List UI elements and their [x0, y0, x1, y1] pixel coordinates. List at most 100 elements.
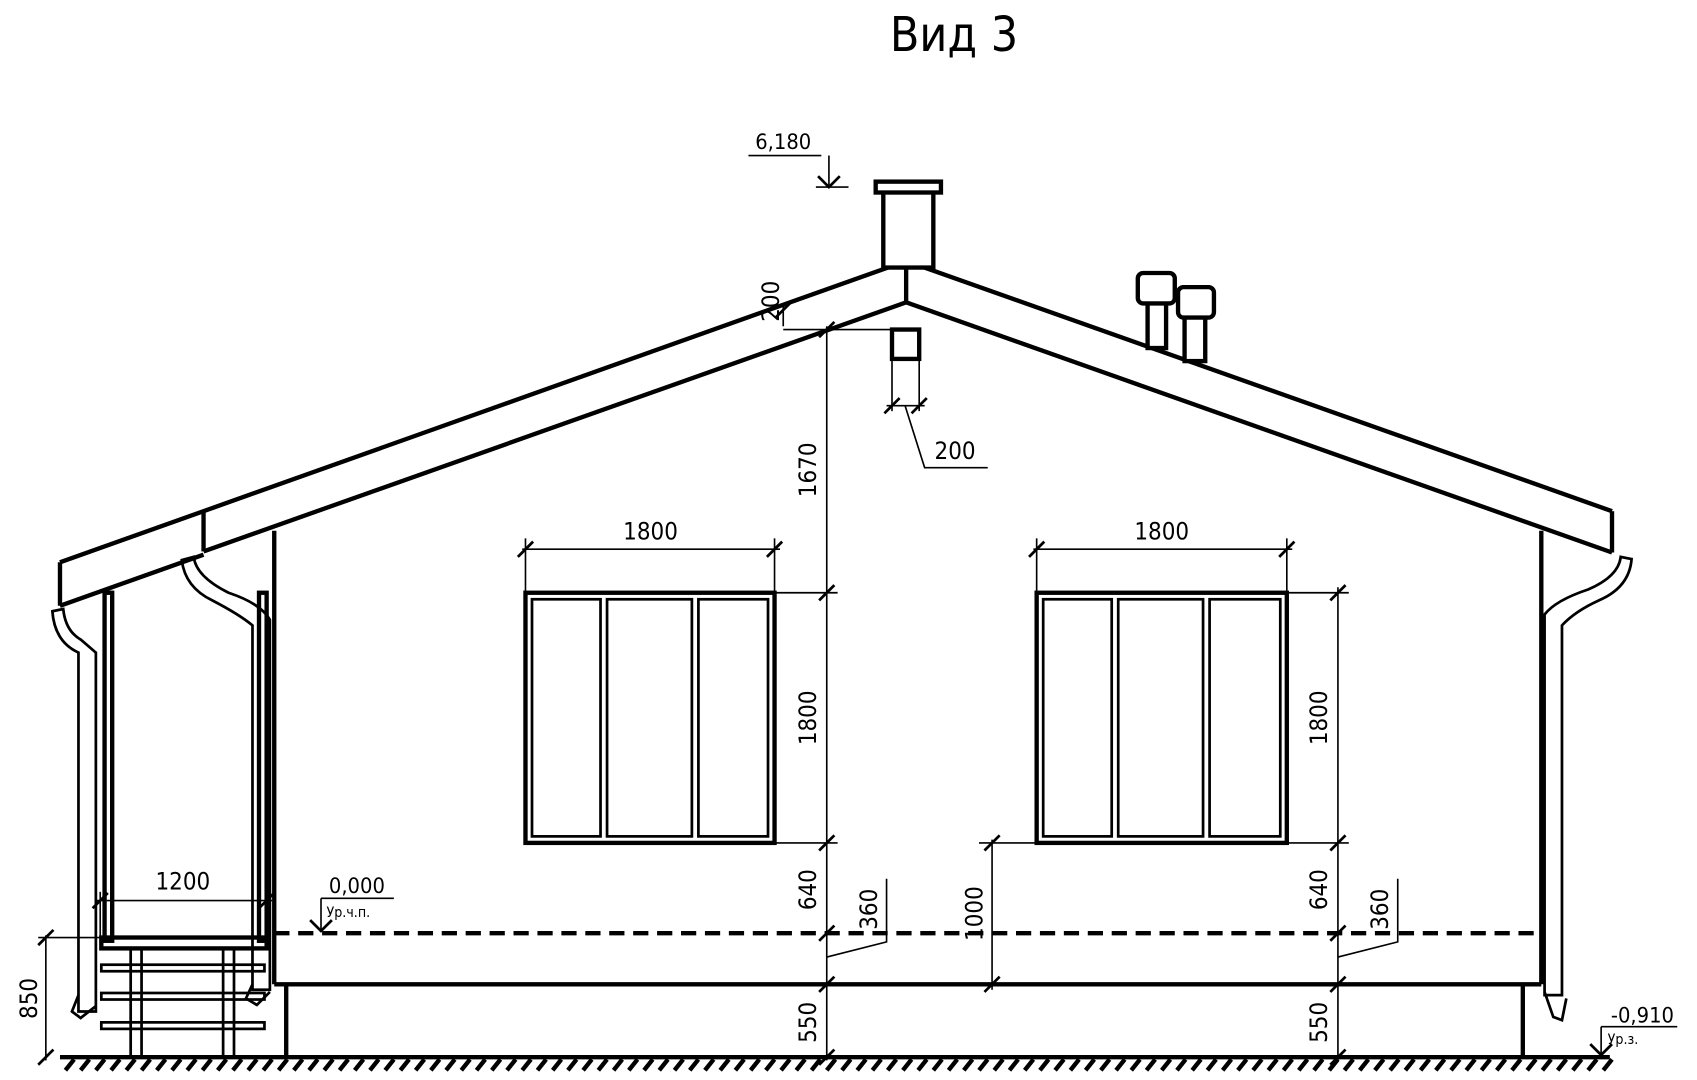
ground-hatch: [825, 1057, 838, 1072]
dimension-tick: [883, 397, 901, 415]
elevation-ground: -0,910 Ур.з.: [1589, 1003, 1678, 1057]
ground-hatch: [672, 1057, 685, 1072]
ground-hatch: [1403, 1057, 1416, 1072]
ground-hatch: [657, 1057, 670, 1072]
ground-hatch: [1083, 1057, 1096, 1072]
dim-window-left-height: 1800: [794, 690, 822, 745]
ground-hatch: [1281, 1057, 1294, 1072]
ground-hatch: [1434, 1057, 1447, 1072]
dimension-tick: [983, 834, 1001, 852]
vent-pipes: [1135, 270, 1217, 364]
gable-vent: [889, 327, 922, 362]
ground-hatch: [1418, 1057, 1431, 1072]
dimension-tick: [258, 891, 276, 910]
dimension-labels: 200 200 1670 1800 1800 1800 1800 640 640…: [15, 281, 1394, 1043]
ground-hatch: [322, 1057, 335, 1072]
ground-hatch: [1495, 1057, 1508, 1072]
dim-dash-right: 360: [1366, 889, 1394, 930]
ground-hatch: [1129, 1057, 1142, 1072]
ground-hatch: [1251, 1057, 1264, 1072]
ground-hatch: [703, 1057, 716, 1072]
dim-sill-right: 640: [1305, 869, 1333, 910]
ground-hatch: [337, 1057, 350, 1072]
walls: [272, 530, 1544, 1058]
ground-hatch: [139, 1057, 152, 1072]
downpipe-right: [1543, 555, 1634, 1023]
dimension-tick: [1329, 975, 1347, 993]
ground-hatch: [78, 1057, 92, 1072]
ground-hatch: [870, 1057, 883, 1072]
ground-hatch: [566, 1057, 579, 1072]
dimension-tick: [818, 1048, 836, 1066]
ground-hatch: [1220, 1057, 1234, 1072]
dim-plinth-left: 550: [794, 1002, 822, 1043]
ground-hatch: [931, 1057, 944, 1072]
ground-hatch: [764, 1057, 777, 1072]
dimension-tick: [818, 320, 836, 339]
ground-line: [59, 1054, 1614, 1072]
ground-hatch: [368, 1057, 381, 1072]
ground-hatch: [1464, 1057, 1477, 1072]
dimension-tick: [37, 1048, 55, 1066]
downpipe-left: [50, 607, 98, 1020]
dim-porch-width: 1200: [156, 868, 211, 896]
svg-text:Ур.з.: Ур.з.: [1608, 1032, 1639, 1048]
ground-hatch: [611, 1057, 624, 1072]
ground-hatch: [946, 1057, 959, 1072]
ground-hatch: [1038, 1057, 1051, 1072]
dim-sill-left: 640: [794, 869, 822, 910]
dimension-tick: [1329, 1048, 1347, 1066]
ground-hatch: [581, 1057, 594, 1072]
ground-hatch: [1099, 1057, 1112, 1072]
dim-dash-left: 360: [855, 889, 883, 930]
dimension-tick: [37, 928, 55, 947]
ground-hatch: [1540, 1057, 1553, 1072]
dim-ridge-offset: 200: [757, 281, 785, 322]
ground-hatch: [688, 1057, 701, 1072]
ground-hatch: [292, 1057, 305, 1072]
ground-hatch: [1190, 1057, 1203, 1072]
ground-hatch: [794, 1057, 807, 1072]
ground-hatch: [885, 1057, 899, 1072]
ground-hatch: [109, 1057, 122, 1072]
ground-hatch: [855, 1057, 868, 1072]
window-left: [523, 590, 777, 846]
ground-hatch: [977, 1057, 990, 1072]
ground-hatch: [1144, 1057, 1157, 1072]
ground-hatch: [901, 1057, 914, 1072]
ground-hatch: [1114, 1057, 1127, 1072]
ground-hatch: [231, 1057, 244, 1072]
ground-hatch: [1571, 1057, 1584, 1072]
dimension-tick: [818, 975, 836, 993]
dim-vent-width: 200: [935, 437, 976, 465]
ground-hatch: [1586, 1057, 1599, 1072]
dim-window-left-width: 1800: [623, 517, 678, 545]
ground-hatch: [505, 1057, 518, 1072]
ground-hatch: [170, 1057, 183, 1072]
ground-hatch: [1266, 1057, 1279, 1072]
ground-hatch: [490, 1057, 503, 1072]
ground-hatch: [1205, 1057, 1218, 1072]
dimension-tick: [1329, 834, 1347, 852]
drawing-title: Вид 3: [890, 8, 1018, 63]
ground-hatch: [1175, 1057, 1188, 1072]
svg-text:0,000: 0,000: [329, 874, 385, 899]
ground-hatch: [215, 1057, 229, 1072]
ground-hatch: [413, 1057, 427, 1072]
ground-hatch: [992, 1057, 1005, 1072]
dimension-tick: [516, 540, 535, 558]
ground-hatch: [520, 1057, 533, 1072]
ground-hatch: [459, 1057, 472, 1072]
elevation-floor: 0,000 Ур.ч.п.: [309, 874, 394, 933]
ground-hatch: [840, 1057, 853, 1072]
ground-hatch: [1388, 1057, 1401, 1072]
ground-hatch: [1160, 1057, 1173, 1072]
ground-hatch: [1510, 1057, 1523, 1072]
ground-hatch: [246, 1057, 259, 1072]
dimension-tick: [1278, 540, 1296, 558]
ground-hatch: [962, 1057, 975, 1072]
dimension-tick: [1028, 540, 1046, 558]
ground-hatch: [748, 1057, 762, 1072]
chimney: [873, 179, 944, 270]
ground-hatch: [1357, 1057, 1371, 1072]
